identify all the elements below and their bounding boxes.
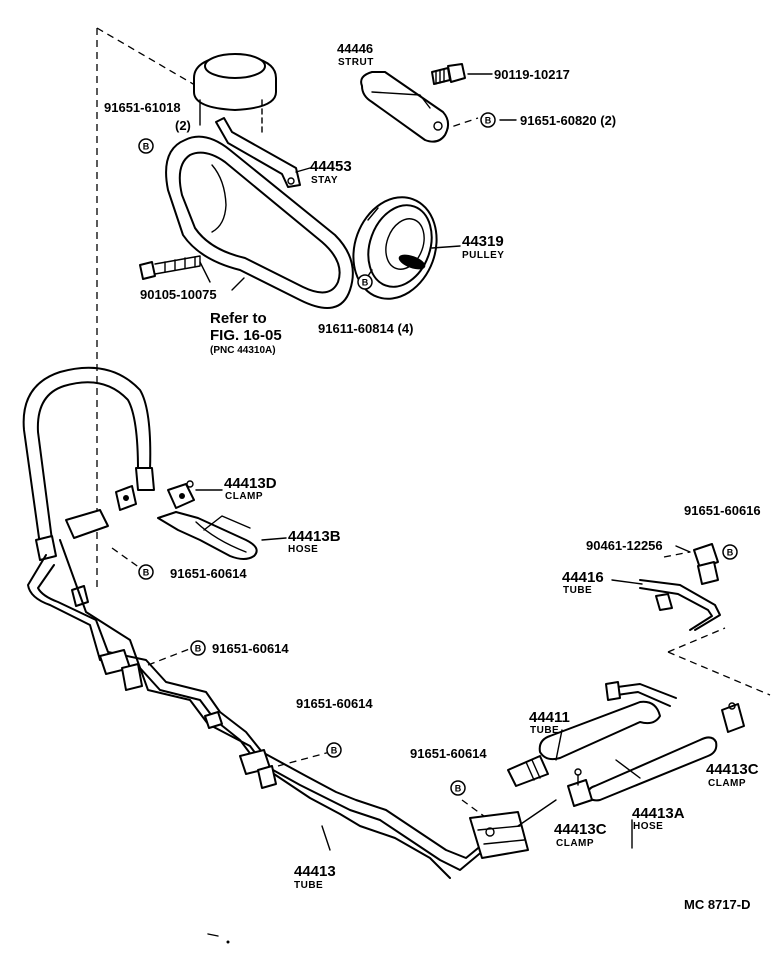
svg-text:B: B bbox=[143, 568, 150, 578]
strut-bracket bbox=[360, 71, 449, 143]
svg-text:CLAMP: CLAMP bbox=[225, 491, 263, 502]
svg-text:FIG. 16-05: FIG. 16-05 bbox=[210, 327, 282, 344]
left-fitting-cluster bbox=[35, 485, 137, 607]
tube-44416-icon bbox=[639, 579, 721, 631]
label-clamp-44413c-right: 44413C CLAMP bbox=[706, 761, 759, 789]
svg-text:44413A: 44413A bbox=[632, 805, 685, 822]
svg-text:44319: 44319 bbox=[462, 233, 504, 250]
svg-text:(2): (2) bbox=[175, 118, 191, 133]
leader-lines bbox=[195, 73, 691, 851]
label-tube-44416: 44416 TUBE bbox=[562, 569, 604, 596]
svg-text:B: B bbox=[362, 278, 369, 288]
bolt-marker-60614-c: B bbox=[326, 742, 342, 758]
tube-clamps bbox=[99, 649, 277, 789]
svg-text:44413D: 44413D bbox=[224, 475, 277, 492]
main-pressure-tube bbox=[27, 539, 495, 879]
pulley-icon bbox=[352, 196, 438, 300]
svg-text:STRUT: STRUT bbox=[338, 57, 374, 68]
drive-belt bbox=[165, 135, 354, 309]
part-labels: 44446 STRUT 90119-10217 91651-60820 (2) … bbox=[104, 41, 761, 912]
reservoir-tank bbox=[193, 53, 277, 133]
svg-text:44413C: 44413C bbox=[554, 821, 607, 838]
bolt-marker-60616: B bbox=[722, 544, 738, 560]
svg-text:B: B bbox=[485, 116, 492, 126]
label-bolt-60616: 91651-60616 bbox=[684, 503, 761, 518]
svg-text:B: B bbox=[143, 142, 150, 152]
label-bolt-60614-a: 91651-60614 bbox=[170, 566, 247, 581]
svg-text:B: B bbox=[455, 784, 462, 794]
bolt-90105-icon bbox=[139, 255, 201, 280]
clamp-44413c-mid-icon bbox=[567, 768, 593, 807]
bolt-marker-60820: B bbox=[480, 112, 496, 128]
svg-text:91651-61018: 91651-61018 bbox=[104, 100, 181, 115]
label-belt-reference: Refer to FIG. 16-05 (PNC 44310A) bbox=[210, 310, 282, 356]
label-hose-44413a: 44413A HOSE bbox=[632, 805, 685, 832]
svg-text:44453: 44453 bbox=[310, 158, 352, 175]
svg-text:CLAMP: CLAMP bbox=[556, 838, 594, 849]
label-bolt-60614-b: 91651-60614 bbox=[212, 641, 289, 656]
label-pulley: 44319 PULLEY bbox=[462, 233, 504, 261]
svg-text:TUBE: TUBE bbox=[563, 585, 592, 596]
stay-bracket bbox=[215, 117, 301, 188]
hose-44413a-icon bbox=[587, 736, 718, 802]
label-tube-44411: 44411 TUBE bbox=[529, 709, 570, 736]
svg-text:HOSE: HOSE bbox=[288, 544, 318, 555]
label-bolt-60820: 91651-60820 (2) bbox=[520, 113, 616, 128]
svg-text:PULLEY: PULLEY bbox=[462, 250, 504, 261]
svg-text:CLAMP: CLAMP bbox=[708, 778, 746, 789]
stray-marks bbox=[207, 933, 230, 944]
dashed-reference-lines bbox=[96, 27, 771, 823]
svg-text:Refer to: Refer to bbox=[210, 310, 267, 327]
bolt-marker-60614-b: B bbox=[190, 640, 206, 656]
label-bolt-60614-d: 91651-60614 bbox=[410, 746, 487, 761]
label-strut: 44446 STRUT bbox=[337, 41, 374, 68]
label-tube-44413: 44413 TUBE bbox=[294, 863, 336, 891]
bolt-marker-60814: B bbox=[357, 274, 373, 290]
svg-text:44413B: 44413B bbox=[288, 528, 341, 545]
bolt-marker-60614-a: B bbox=[138, 564, 154, 580]
label-bolt-90105: 90105-10075 bbox=[140, 287, 217, 302]
clamp-44413c-right-icon bbox=[721, 702, 745, 733]
svg-text:B: B bbox=[727, 548, 734, 558]
label-union-90461: 90461-12256 bbox=[586, 538, 663, 553]
label-nut-60814: 91611-60814 (4) bbox=[318, 321, 413, 336]
svg-text:TUBE: TUBE bbox=[294, 880, 323, 891]
svg-text:44416: 44416 bbox=[562, 569, 604, 586]
gear-end-bracket bbox=[469, 799, 557, 859]
bolt-marker-60614-d: B bbox=[450, 780, 466, 796]
svg-text:44446: 44446 bbox=[337, 41, 373, 56]
svg-text:B: B bbox=[195, 644, 202, 654]
label-hose-44413b: 44413B HOSE bbox=[288, 528, 341, 555]
upper-return-hose bbox=[22, 366, 155, 546]
union-bolt-90461-icon bbox=[693, 543, 719, 585]
bolt-markers: B B B B B B B B bbox=[138, 112, 738, 796]
label-clamp-44413d: 44413D CLAMP bbox=[224, 475, 277, 502]
label-bolt-90119: 90119-10217 bbox=[494, 67, 570, 82]
svg-text:44413: 44413 bbox=[294, 863, 336, 880]
svg-text:HOSE: HOSE bbox=[633, 821, 663, 832]
tube-44411-icon bbox=[507, 681, 677, 787]
svg-text:STAY: STAY bbox=[311, 175, 338, 186]
label-stay: 44453 STAY bbox=[310, 158, 352, 186]
svg-text:44411: 44411 bbox=[529, 709, 570, 726]
label-bolt-60614-c: 91651-60614 bbox=[296, 696, 373, 711]
svg-text:B: B bbox=[331, 746, 338, 756]
svg-text:TUBE: TUBE bbox=[530, 725, 559, 736]
hose-44413b-icon bbox=[157, 511, 258, 560]
bolt-90119-icon bbox=[431, 63, 466, 85]
figure-code: MC 8717-D bbox=[684, 897, 750, 912]
svg-text:44413C: 44413C bbox=[706, 761, 759, 778]
label-clamp-44413c-mid: 44413C CLAMP bbox=[554, 821, 607, 849]
svg-text:(PNC 44310A): (PNC 44310A) bbox=[210, 345, 276, 356]
clamp-44413d-icon bbox=[167, 480, 195, 509]
label-bolt-61018: 91651-61018 (2) bbox=[104, 100, 191, 133]
bolt-marker-61018: B bbox=[138, 138, 154, 154]
